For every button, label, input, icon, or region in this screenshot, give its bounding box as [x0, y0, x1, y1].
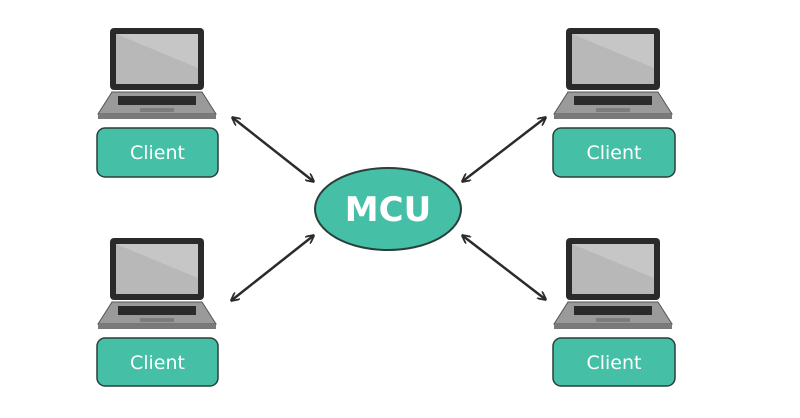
- client-box: [552, 337, 676, 387]
- client-node-bottom-left: Client: [96, 237, 219, 387]
- client-label: Client: [586, 352, 641, 374]
- client-box: [552, 127, 676, 178]
- link-arrow-bottom-right: [463, 236, 545, 299]
- client-box: [96, 127, 219, 178]
- laptop-icon: [97, 27, 217, 120]
- hub-ellipse: [314, 167, 462, 251]
- hub-label: MCU: [345, 190, 431, 230]
- laptop-icon: [553, 237, 673, 330]
- link-arrow-top-right: [463, 118, 545, 181]
- laptop-icon: [97, 237, 217, 330]
- client-node-top-left: Client: [96, 27, 219, 178]
- client-node-bottom-right: Client: [552, 237, 676, 387]
- link-arrow-top-left: [233, 118, 313, 181]
- hub-node: MCU: [314, 167, 462, 251]
- client-label: Client: [130, 142, 185, 164]
- client-label: Client: [130, 352, 185, 374]
- client-box: [96, 337, 219, 387]
- client-node-top-right: Client: [552, 27, 676, 178]
- client-label: Client: [586, 142, 641, 164]
- laptop-icon: [553, 27, 673, 120]
- link-arrow-bottom-left: [232, 236, 313, 300]
